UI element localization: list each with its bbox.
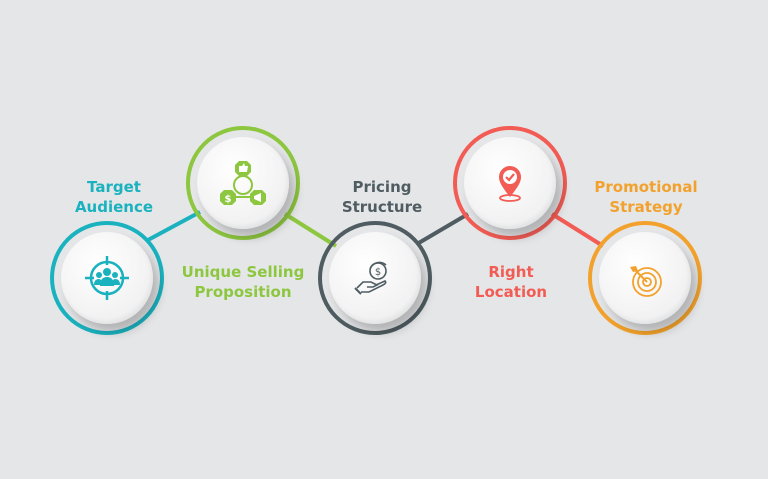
step-target-audience (50, 221, 164, 335)
ring (318, 221, 432, 335)
label-line-1: Target (87, 178, 141, 196)
bullseye-arrow-icon (630, 266, 662, 297)
svg-text:$: $ (225, 194, 232, 205)
step-label-promotional-strategy: Promotional Strategy (566, 177, 726, 217)
label-line-2: Proposition (194, 283, 292, 301)
ring (186, 126, 300, 240)
label-line-1: Pricing (352, 178, 412, 196)
label-line-1: Unique Selling (181, 263, 305, 281)
step-label-target-audience: Target Audience (34, 177, 194, 217)
hand-dollar-icon: $ (354, 261, 387, 295)
disc (197, 137, 289, 229)
step-unique-selling-proposition: $ (186, 126, 300, 240)
label-line-1: Promotional (594, 178, 698, 196)
step-label-right-location: Right Location (431, 262, 591, 302)
step-right-location (453, 126, 567, 240)
step-promotional-strategy (588, 221, 702, 335)
ring (453, 126, 567, 240)
step-label-pricing-structure: Pricing Structure (302, 177, 462, 217)
svg-text:$: $ (375, 267, 381, 278)
label-line-1: Right (488, 263, 534, 281)
network-thumb-dollar-megaphone-icon: $ (220, 161, 266, 205)
ring (50, 221, 164, 335)
target-audience-icon (85, 256, 129, 300)
ring (588, 221, 702, 335)
step-label-unique-selling-proposition: Unique Selling Proposition (163, 262, 323, 302)
label-line-2: Strategy (609, 198, 683, 216)
label-line-2: Audience (74, 198, 154, 216)
step-pricing-structure: $ (318, 221, 432, 335)
label-line-2: Structure (341, 198, 423, 216)
location-pin-check-icon (499, 166, 521, 202)
label-line-2: Location (474, 283, 548, 301)
